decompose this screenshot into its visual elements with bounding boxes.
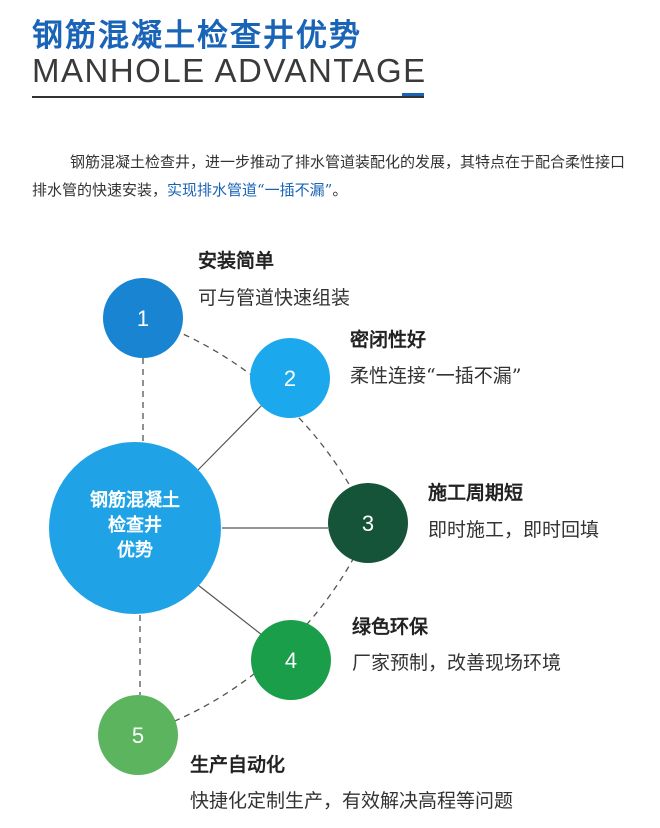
- node-4-number: 4: [285, 648, 297, 673]
- page-subtitle: MANHOLE ADVANTAGE: [32, 52, 427, 89]
- node-4-circle: [251, 620, 331, 700]
- spoke-4: [197, 584, 263, 636]
- node-1-title: 安装简单: [198, 250, 275, 272]
- node-2-number: 2: [284, 366, 296, 391]
- node-4-title: 绿色环保: [352, 616, 429, 638]
- hub-label-line-2: 检查井: [108, 515, 162, 536]
- node-3-number: 3: [362, 511, 374, 536]
- intro-text: 钢筋混凝土检查井，进一步推动了排水管道装配化的发展，其特点在于配合柔性接口排水管…: [32, 153, 626, 199]
- page-title: 钢筋混凝土检查井优势: [32, 18, 362, 54]
- hub-label-line-1: 钢筋混凝土: [90, 490, 180, 511]
- hub-label: 钢筋混凝土 检查井 优势: [49, 488, 221, 563]
- node-1-desc: 可与管道快速组装: [198, 287, 351, 309]
- intro-paragraph: 钢筋混凝土检查井，进一步推动了排水管道装配化的发展，其特点在于配合柔性接口排水管…: [32, 148, 632, 204]
- node-2-title: 密闭性好: [350, 329, 427, 351]
- node-5-desc: 快捷化定制生产，有效解决高程等问题: [190, 790, 514, 812]
- hub-circle: [49, 442, 221, 614]
- hub-label-line-3: 优势: [117, 540, 153, 561]
- node-3-title: 施工周期短: [428, 482, 524, 504]
- node-2-circle: [250, 338, 330, 418]
- dashed-arc: [137, 317, 371, 736]
- spoke-2: [197, 404, 263, 471]
- intro-end: 。: [332, 181, 348, 199]
- title-divider: [32, 96, 424, 98]
- node-5-circle: [98, 695, 178, 775]
- node-5-title: 生产自动化: [190, 754, 286, 776]
- node-3-circle: [328, 483, 408, 563]
- title-accent-bar: [402, 93, 424, 96]
- node-4-desc: 厂家预制，改善现场环境: [352, 652, 562, 674]
- node-1-circle: [103, 278, 183, 358]
- node-5-number: 5: [132, 723, 144, 748]
- node-1-number: 1: [137, 306, 149, 331]
- node-2-desc: 柔性连接“一插不漏”: [350, 365, 522, 387]
- node-3-desc: 即时施工，即时回填: [428, 519, 600, 541]
- intro-highlight: 实现排水管道“一插不漏”: [167, 181, 333, 199]
